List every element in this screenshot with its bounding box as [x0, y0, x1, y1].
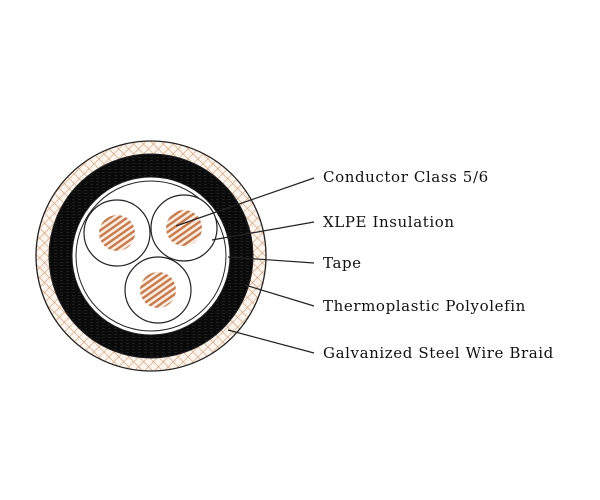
label-tape: Tape	[323, 254, 362, 272]
leader-conductor	[175, 177, 315, 227]
label-braid: Galvanized Steel Wire Braid	[323, 344, 554, 362]
leader-lines	[175, 177, 315, 354]
leader-braid	[227, 329, 315, 354]
conductor	[140, 272, 176, 308]
label-insulation: XLPE Insulation	[323, 213, 455, 231]
label-sheath: Thermoplastic Polyolefin	[323, 297, 526, 315]
core-3	[124, 256, 192, 324]
conductor	[99, 215, 135, 251]
core-2	[150, 194, 218, 262]
leader-sheath	[244, 284, 315, 307]
conductor	[166, 210, 202, 246]
tape-layer	[75, 180, 227, 332]
label-conductor: Conductor Class 5/6	[323, 168, 489, 186]
leader-tape	[227, 256, 315, 264]
core-1	[83, 199, 151, 267]
leader-insulation	[211, 221, 315, 241]
